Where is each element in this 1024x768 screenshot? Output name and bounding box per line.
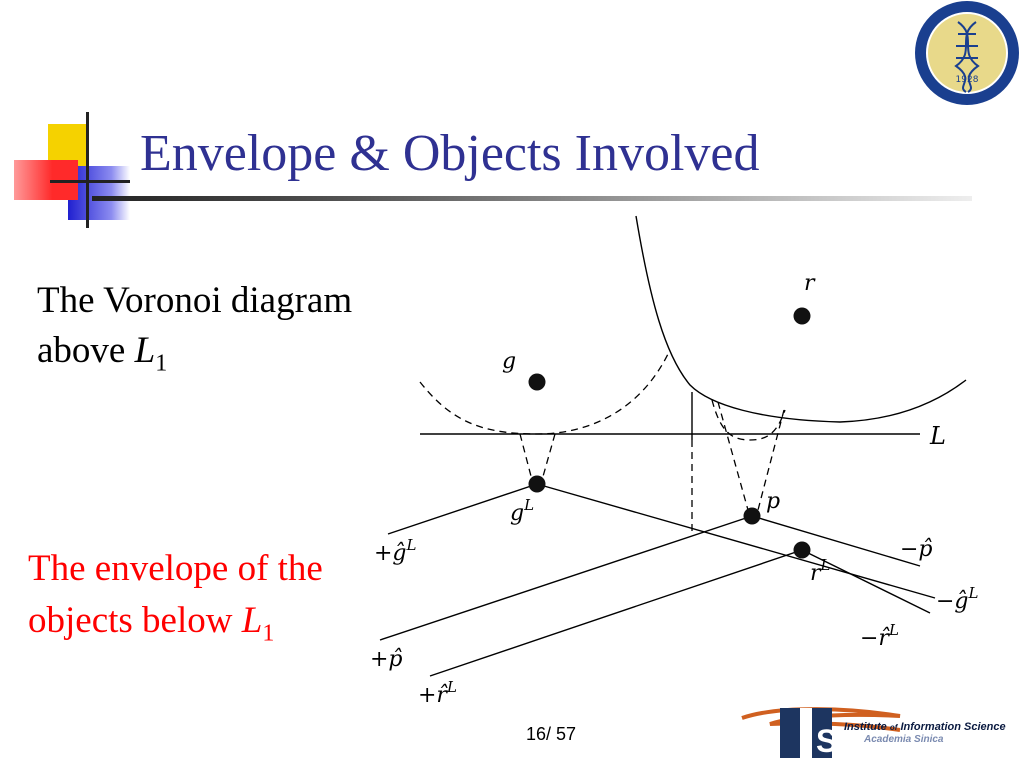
dash-gL-right	[541, 433, 556, 481]
label-gL: gL	[510, 496, 534, 526]
decor-horizontal-line	[50, 180, 130, 183]
voronoi-boundary	[635, 215, 967, 423]
upper-caption: The Voronoi diagram above L1	[37, 276, 352, 388]
decor-vertical-line	[86, 112, 89, 228]
label-plus-gL: +ĝL	[374, 536, 417, 566]
upper-caption-sub: 1	[155, 350, 168, 377]
upper-caption-line1: The Voronoi diagram	[37, 280, 353, 321]
upper-caption-line2: above L1	[37, 326, 352, 388]
upper-caption-text: above	[37, 330, 135, 371]
label-plus-p: +p̂	[370, 647, 403, 672]
logo-line2: Academia Sinica	[863, 734, 944, 745]
slide-title: Envelope & Objects Involved	[140, 125, 760, 182]
decor-blue-square	[68, 166, 130, 220]
point-rL	[793, 541, 811, 559]
svg-text:Institute of Information Scien: Institute of Information Science	[844, 721, 1006, 733]
point-p	[743, 507, 761, 525]
lower-caption: The envelope of the objects below L1	[28, 543, 323, 659]
point-r	[793, 307, 811, 325]
title-underline	[92, 196, 972, 201]
lower-caption-var: L	[241, 600, 263, 641]
svg-text:S: S	[816, 723, 837, 759]
point-gL	[528, 475, 546, 493]
label-g: g	[502, 349, 516, 374]
line-plus-gL	[387, 483, 538, 535]
lower-caption-text: objects below	[28, 600, 242, 641]
line-minus-p	[751, 515, 921, 567]
lower-caption-sub: 1	[262, 620, 275, 647]
label-L: L	[929, 422, 946, 450]
line-plus-p	[379, 515, 753, 641]
seal-year: 1928	[956, 75, 979, 85]
lower-caption-line2: objects below L1	[28, 595, 323, 659]
line-plus-rL	[429, 549, 803, 677]
parabola-g	[419, 353, 669, 435]
line-minus-rL	[801, 549, 931, 614]
dash-p-right	[757, 409, 785, 511]
point-g	[528, 373, 546, 391]
label-minus-p: −p̂	[900, 537, 933, 562]
line-minus-gL	[536, 483, 936, 599]
upper-caption-var: L	[134, 330, 156, 371]
dash-gL-left	[519, 433, 533, 481]
page-number: 16/ 57	[526, 724, 577, 744]
parabola-p	[711, 399, 786, 441]
dash-p-left	[717, 401, 749, 511]
label-p: p	[766, 489, 780, 514]
lower-caption-line1: The envelope of the	[28, 548, 323, 589]
label-r: r	[804, 271, 816, 296]
